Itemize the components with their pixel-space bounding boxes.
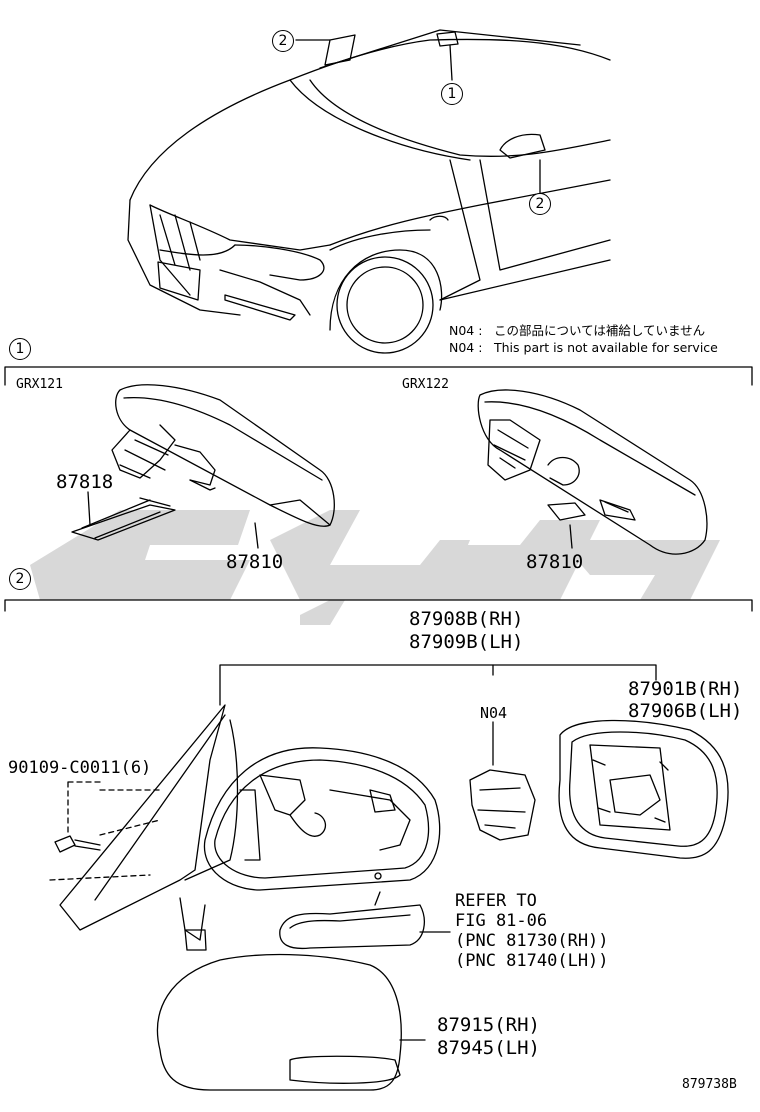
figure-id: 879738B	[682, 1077, 737, 1092]
car-illustration	[127, 29, 611, 354]
model-grx121: GRX121	[16, 377, 63, 392]
part-87810-right: 87810	[526, 551, 584, 573]
part-screw: 90109-C0011(6)	[8, 758, 152, 778]
part-cover-rh: 87915(RH)	[437, 1014, 540, 1036]
section2-callout: 2	[9, 568, 31, 590]
model-grx122: GRX122	[402, 377, 449, 392]
part-assy-lh: 87909B(LH)	[409, 631, 524, 653]
part-cover-lh: 87945(LH)	[437, 1037, 540, 1059]
note-text-en: This part is not available for service	[494, 340, 718, 355]
note-code-ja: N04 :	[449, 323, 483, 338]
refer-line-2: FIG 81-06	[455, 911, 548, 931]
note-text-ja: この部品については補給していません	[494, 323, 706, 338]
note-code-en: N04 :	[449, 340, 483, 355]
inner-mirror-grx122	[477, 389, 708, 555]
outer-mirror-assembly	[49, 664, 729, 1091]
watermark-logo	[30, 510, 720, 625]
callout-1-top: 1	[441, 83, 463, 105]
inner-mirror-grx121	[71, 384, 335, 549]
refer-line-1: REFER TO	[455, 891, 537, 911]
refer-line-4: (PNC 81740(LH))	[455, 951, 609, 971]
section1-callout: 1	[9, 338, 31, 360]
refer-line-3: (PNC 81730(RH))	[455, 931, 609, 951]
n04-label: N04	[480, 704, 508, 722]
callout-2-top: 2	[272, 30, 294, 52]
callout-2-right: 2	[529, 193, 551, 215]
section2-frame	[4, 599, 753, 612]
section1-frame	[4, 366, 753, 386]
part-87818: 87818	[56, 471, 114, 493]
part-glass-rh: 87901B(RH)	[628, 678, 743, 700]
part-assy-rh: 87908B(RH)	[409, 608, 524, 630]
part-87810-left: 87810	[226, 551, 284, 573]
part-glass-lh: 87906B(LH)	[628, 700, 743, 722]
